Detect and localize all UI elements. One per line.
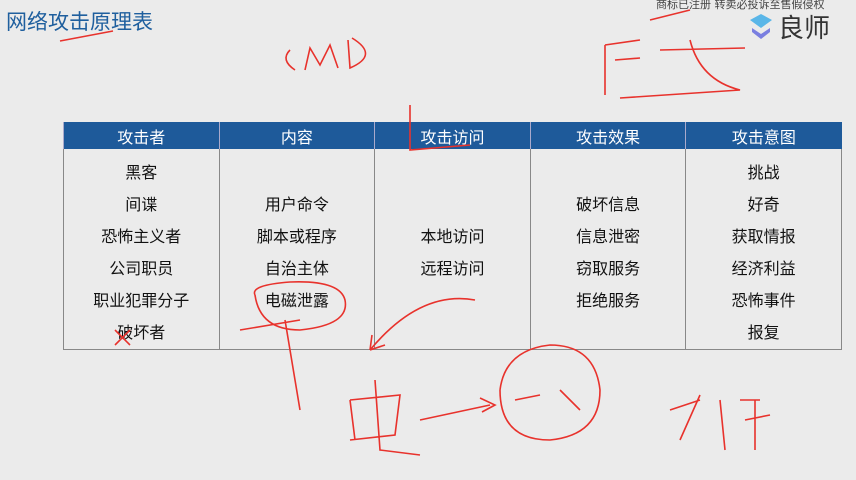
header-attacker: 攻击者 [63, 122, 220, 149]
table-cell: 用户命令 [264, 195, 329, 214]
logo-icon [750, 13, 772, 39]
table-column-0: 黑客间谍恐怖主义者公司职员职业犯罪分子破坏者 [63, 149, 220, 350]
header-effect: 攻击效果 [529, 122, 686, 149]
table-cell: 好奇 [747, 195, 780, 214]
header-content: 内容 [218, 122, 375, 149]
header-access: 攻击访问 [374, 122, 531, 149]
cmd-note [285, 37, 367, 71]
attack-principle-table: 攻击者 内容 攻击访问 攻击效果 攻击意图 黑客间谍恐怖主义者公司职员职业犯罪分… [63, 122, 842, 350]
header-intent: 攻击意图 [685, 122, 842, 149]
trademark-notice: 商标已注册 转卖必投诉至售假侵权 [656, 0, 825, 11]
cross-mark [114, 329, 131, 346]
table-cell: 脚本或程序 [256, 227, 337, 246]
logo-text: 良师 [778, 14, 831, 44]
table-cell: 公司职员 [109, 259, 174, 278]
table-cell: 挑战 [747, 163, 780, 182]
back-arrow [369, 297, 476, 351]
title-underline [59, 30, 114, 42]
table-cell: 窃取服务 [576, 259, 641, 278]
bracket-mark [409, 105, 471, 151]
table-cell: 经济利益 [731, 259, 796, 278]
leakage-circle [253, 281, 347, 331]
slide-title: 网络攻击原理表 [6, 10, 153, 34]
table-cell: 破坏信息 [576, 195, 641, 214]
table-cell: 拒绝服务 [576, 291, 641, 310]
screen-note [604, 9, 746, 99]
table-cell: 报复 [747, 323, 780, 342]
table-cell: 远程访问 [420, 259, 485, 278]
table-cell: 间谍 [125, 195, 158, 214]
hardware-note [669, 394, 771, 451]
table-column-1: 用户命令脚本或程序自治主体电磁泄露 [218, 149, 376, 350]
table-cell: 职业犯罪分子 [93, 291, 190, 310]
table-cell: 自治主体 [264, 259, 329, 278]
magnet-circle [499, 344, 601, 441]
table-cell: 获取情报 [731, 227, 796, 246]
table-cell: 恐怖主义者 [101, 227, 182, 246]
table-cell: 破坏者 [117, 323, 166, 342]
table-cell: 恐怖事件 [731, 291, 796, 310]
table-cell: 本地访问 [420, 227, 485, 246]
table-column-4: 挑战好奇获取情报经济利益恐怖事件报复 [685, 149, 842, 350]
table-cell: 信息泄密 [576, 227, 641, 246]
brand-logo: 良师 [748, 8, 830, 45]
arrow-stroke [239, 319, 301, 411]
table-cell: 电磁泄露 [264, 291, 329, 310]
table-cell: 黑客 [125, 163, 158, 182]
electric-note [349, 379, 497, 456]
table-column-3: 破坏信息信息泄密窃取服务拒绝服务 [529, 149, 687, 350]
table-column-2: 本地访问远程访问 [374, 149, 531, 350]
